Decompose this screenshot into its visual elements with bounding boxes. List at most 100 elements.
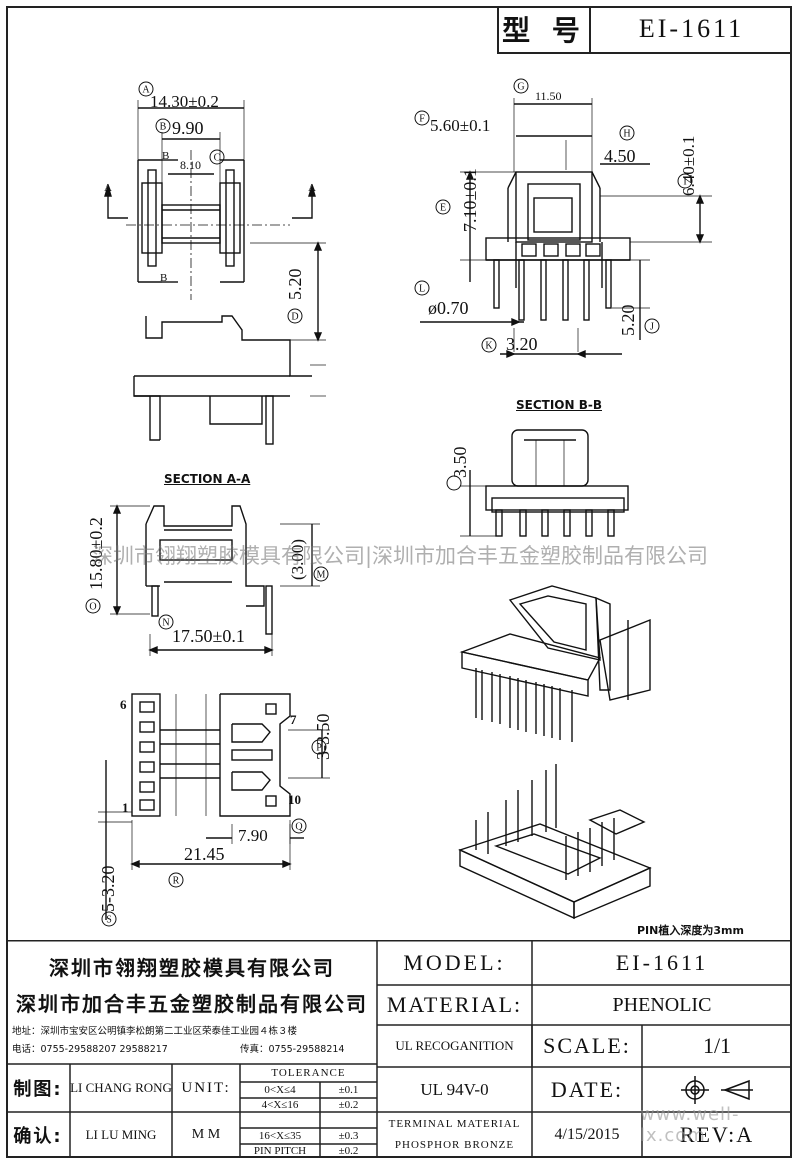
tolerance-value-4: ±0.2 — [338, 1145, 359, 1157]
tolerance-range-2: 4<X≤16 — [261, 1099, 299, 1111]
company-phone: 电话：0755-29588207 29588217 — [12, 1044, 168, 1055]
title-block: 深圳市翎翔塑胶模具有限公司 深圳市加合丰五金塑胶制品有限公司 地址：深圳市宝安区… — [6, 940, 792, 1158]
projection-symbol-icon — [642, 1067, 792, 1112]
callout-label-s: S — [106, 915, 112, 926]
model-type-label: 型 号 — [499, 6, 591, 52]
tolerance-value-1: ±0.1 — [338, 1084, 359, 1096]
pin-label-7: 7 — [290, 712, 297, 727]
callout-label-q: Q — [295, 822, 303, 833]
callout-label-d: D — [291, 312, 298, 323]
section-aa-title: SECTION A-A — [164, 472, 251, 486]
dim-i: 6.40±0.1 — [679, 135, 698, 196]
callout-label-b: B — [160, 122, 167, 133]
dim-a: 14.30±0.2 — [150, 92, 219, 111]
pin-depth-note: PIN植入深度为3mm — [637, 924, 744, 937]
section-mark-a-right: A — [308, 182, 316, 194]
terminal-label: TERMINAL MATERIAL — [388, 1118, 521, 1130]
scale-value: 1/1 — [702, 1033, 732, 1058]
callout-label-l: L — [419, 284, 425, 295]
company-name-1: 深圳市翎翔塑胶模具有限公司 — [49, 955, 335, 980]
date-value: 4/15/2015 — [554, 1126, 620, 1143]
checked-label: 确认: — [13, 1126, 63, 1147]
drawn-label: 制图: — [13, 1079, 63, 1100]
dim-h: 4.50 — [604, 146, 636, 166]
dim-j: 5.20 — [618, 304, 638, 337]
company-address: 地址：深圳市宝安区公明镇李松朗第二工业区荣泰佳工业园４栋３楼 — [12, 1026, 298, 1037]
drawn-by: LI CHANG RONG — [70, 1080, 172, 1095]
section-mark-a-left: A — [104, 182, 112, 194]
dim-b: 9.90 — [172, 118, 204, 138]
callout-label-n: N — [162, 618, 169, 629]
terminal-value: PHOSPHOR BRONZE — [394, 1139, 515, 1151]
dim-section-aa-width: 17.50±0.1 — [172, 626, 245, 646]
dim-row-offset: 7.90 — [238, 826, 268, 845]
section-mark-b-bottom: B — [160, 272, 168, 284]
model-label: MODEL: — [403, 949, 506, 975]
dim-k: 3.20 — [506, 334, 538, 354]
ul-label: UL RECOGANITION — [395, 1038, 514, 1053]
tolerance-range-4: PIN PITCH — [253, 1145, 307, 1157]
website-watermark: www.well-lx.com — [640, 1104, 740, 1146]
dim-e: 7.10±0.1 — [460, 168, 480, 232]
callout-label-j: J — [650, 322, 654, 333]
callout-label-c: C — [214, 153, 221, 164]
bottom-view — [98, 693, 330, 920]
date-label: DATE: — [550, 1076, 624, 1102]
title-block-grid — [6, 940, 792, 1158]
company-fax: 传真：0755-29588214 — [240, 1044, 345, 1055]
dim-section-bb-height: 3.50 — [450, 446, 470, 479]
company-watermark: 深圳市翎翔塑胶模具有限公司|深圳市加合丰五金塑胶制品有限公司 — [91, 544, 709, 568]
tolerance-range-3: 16<X≤35 — [258, 1130, 302, 1142]
pin-label-1: 1 — [122, 800, 129, 815]
callout-label-k: K — [485, 341, 493, 352]
callout-label-p: P — [316, 743, 322, 754]
isometric-view-top — [459, 585, 651, 742]
tolerance-title: TOLERANCE — [271, 1067, 346, 1079]
unit-value: M M — [191, 1127, 221, 1142]
callout-label-m: M — [317, 570, 326, 581]
material-value: PHENOLIC — [612, 993, 712, 1016]
dim-pin-span: 5-3.20 — [98, 865, 118, 913]
dim-c: 8.10 — [180, 158, 201, 172]
callout-circles — [85, 78, 693, 927]
model-type-value: EI-1611 — [638, 14, 745, 43]
side-view — [133, 315, 326, 445]
callout-label-a: A — [142, 85, 150, 96]
callout-label-r: R — [173, 876, 180, 887]
unit-label: UNIT: — [181, 1079, 231, 1096]
section-bb-title: SECTION B-B — [516, 398, 602, 412]
ul-value: UL 94V-0 — [420, 1079, 489, 1099]
company-name-2: 深圳市加合丰五金塑胶制品有限公司 — [16, 991, 368, 1016]
section-aa-view — [110, 504, 320, 656]
pin-label-10: 10 — [288, 792, 301, 807]
callout-label-f: F — [419, 114, 425, 125]
pin-label-6: 6 — [120, 697, 127, 712]
dim-d: 5.20 — [285, 268, 305, 301]
dim-overall-length: 21.45 — [184, 844, 225, 864]
tolerance-value-3: ±0.3 — [338, 1130, 359, 1142]
model-title-box: 型 号 EI-1611 — [497, 6, 792, 54]
callout-label-e: E — [440, 203, 446, 214]
front-view — [104, 100, 326, 342]
dim-pin-diameter: ø0.70 — [428, 298, 469, 318]
technical-drawing: A B C D E F G H I J K L M N O P Q R S — [85, 78, 712, 927]
isometric-view-bottom — [458, 764, 652, 920]
tolerance-range-1: 0<X≤4 — [264, 1084, 296, 1096]
scale-label: SCALE: — [543, 1033, 631, 1058]
callout-label-i: I — [683, 177, 686, 188]
model-value: EI-1611 — [615, 949, 709, 975]
callout-label-h: H — [623, 129, 630, 140]
callout-label-o: O — [89, 602, 96, 613]
callout-label-g: G — [517, 82, 524, 93]
dim-pin-pitch: 3-3.50 — [313, 713, 333, 761]
section-mark-b-top: B — [162, 150, 170, 162]
revision-label: REV:A — [679, 1122, 755, 1147]
tolerance-value-2: ±0.2 — [338, 1099, 359, 1111]
dim-g: 11.50 — [535, 89, 562, 103]
right-front-view — [420, 98, 712, 359]
section-bb-view — [460, 429, 629, 537]
dim-f: 5.60±0.1 — [430, 116, 491, 135]
material-label: MATERIAL: — [386, 992, 523, 1017]
checked-by: LI LU MING — [85, 1127, 157, 1142]
